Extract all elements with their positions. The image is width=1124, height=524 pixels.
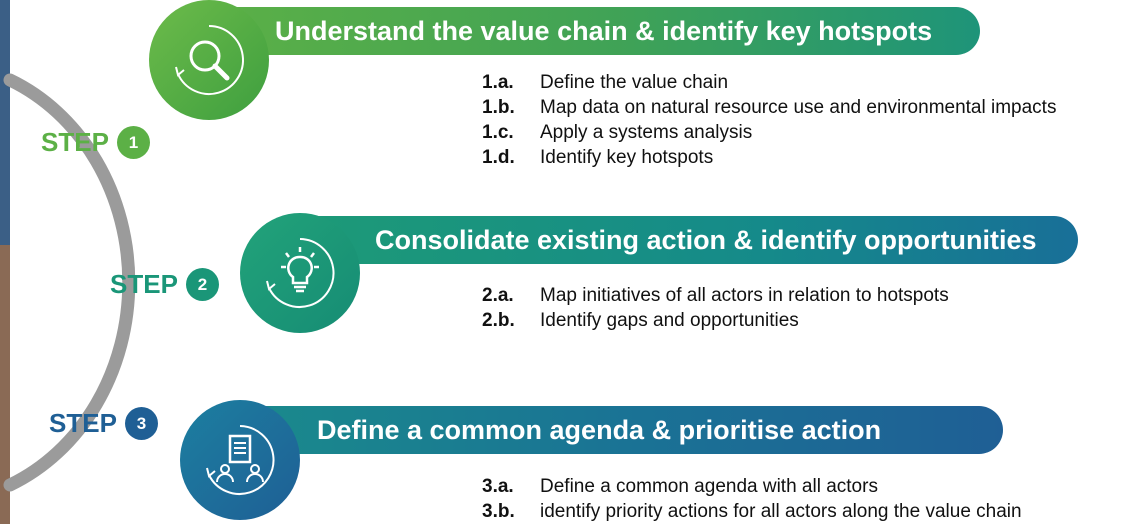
step-2-label: STEP 2 [110, 268, 219, 301]
list-item: 1.d. Identify key hotspots [482, 145, 1056, 170]
step-3-number: 3 [124, 407, 158, 440]
step-2-banner: Consolidate existing action & identify o… [300, 216, 1078, 264]
item-text: Apply a systems analysis [540, 122, 753, 143]
item-text: Define the value chain [540, 72, 729, 93]
step-1-icon-circle [149, 0, 269, 120]
list-item: 2.a. Map initiatives of all actors in rel… [482, 283, 949, 308]
list-item: 1.c. Apply a systems analysis [482, 120, 1056, 145]
step-3-label: STEP 3 [49, 407, 158, 440]
left-edge-photo [0, 245, 10, 524]
item-text: Map data on natural resource use and env… [540, 97, 1057, 118]
step-1-items: 1.a. Define the value chain 1.b. Map data … [482, 70, 1056, 170]
item-code: 1.d. [482, 147, 515, 168]
left-edge-strip [0, 0, 10, 245]
step-1-title: Understand the value chain & identify ke… [275, 16, 933, 46]
magnifier-icon [175, 25, 244, 95]
item-text: Identify key hotspots [540, 147, 714, 168]
list-item: 1.a. Define the value chain [482, 70, 1056, 95]
step-word: STEP [41, 127, 109, 157]
item-code: 2.b. [482, 310, 515, 331]
step-3-icon-circle [180, 400, 300, 520]
step-2-title: Consolidate existing action & identify o… [375, 225, 1037, 255]
item-text: identify priority actions for all actors… [540, 501, 1022, 522]
step-1-label: STEP 1 [41, 126, 150, 159]
item-text: Map initiatives of all actors in relatio… [540, 285, 949, 306]
item-text: Define a common agenda with all actors [540, 476, 878, 497]
list-item: 3.b. identify priority actions for all ac… [482, 499, 1022, 524]
step-2-number: 2 [185, 268, 219, 301]
list-item: 2.b. Identify gaps and opportunities [482, 308, 949, 333]
step-3-title: Define a common agenda & prioritise acti… [317, 415, 882, 445]
item-code: 1.a. [482, 72, 514, 93]
step-1-banner: Understand the value chain & identify ke… [205, 7, 980, 55]
item-text: Identify gaps and opportunities [540, 310, 799, 331]
item-code: 2.a. [482, 285, 514, 306]
step-3-items: 3.a. Define a common agenda with all acto… [482, 474, 1022, 524]
lightbulb-icon [266, 238, 335, 308]
item-code: 3.a. [482, 476, 514, 497]
item-code: 1.c. [482, 122, 514, 143]
list-item: 3.a. Define a common agenda with all acto… [482, 474, 1022, 499]
item-code: 1.b. [482, 97, 515, 118]
step-2-icon-circle [240, 213, 360, 333]
step-3-banner: Define a common agenda & prioritise acti… [245, 406, 1003, 454]
step-2-items: 2.a. Map initiatives of all actors in rel… [482, 283, 949, 333]
item-code: 3.b. [482, 501, 515, 522]
list-item: 1.b. Map data on natural resource use and… [482, 95, 1056, 120]
step-1-number: 1 [116, 126, 150, 159]
step-word: STEP [110, 269, 178, 299]
document-people-icon [206, 425, 275, 495]
step-word: STEP [49, 408, 117, 438]
